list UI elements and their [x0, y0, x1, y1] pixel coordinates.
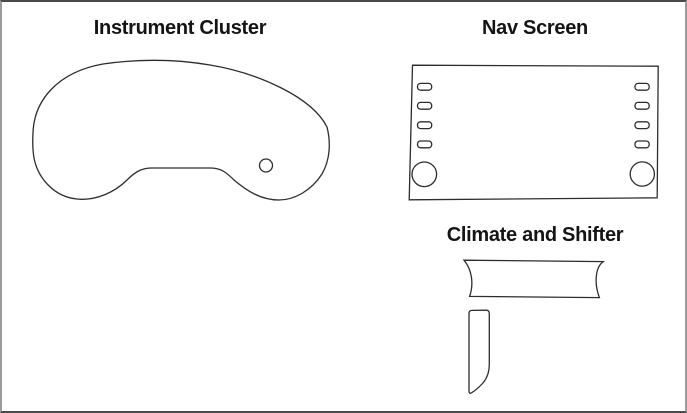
- nav-screen-title: Nav Screen: [482, 17, 588, 39]
- nav-button-cutout: [634, 101, 650, 110]
- nav-button-cutout: [416, 140, 433, 149]
- instrument-cluster-outline: [32, 59, 330, 201]
- shifter-trim-outline: [468, 309, 490, 394]
- nav-button-cutout: [416, 101, 433, 110]
- instrument-cluster-hole-cutout: [258, 158, 274, 173]
- instrument-cluster-title: Instrument Cluster: [93, 17, 267, 39]
- nav-screen-group: [408, 64, 659, 201]
- climate-bar-outline: [462, 259, 606, 299]
- nav-knob-cutout: [411, 161, 438, 188]
- climate-shifter-title: Climate and Shifter: [446, 224, 624, 246]
- nav-button-cutout: [416, 82, 433, 91]
- nav-button-cutout: [634, 82, 650, 91]
- nav-button-cutout: [634, 140, 650, 149]
- nav-knob-cutout: [629, 161, 656, 187]
- nav-button-cutout: [416, 121, 433, 130]
- nav-screen-outline: [408, 64, 659, 201]
- nav-button-cutout: [634, 121, 650, 130]
